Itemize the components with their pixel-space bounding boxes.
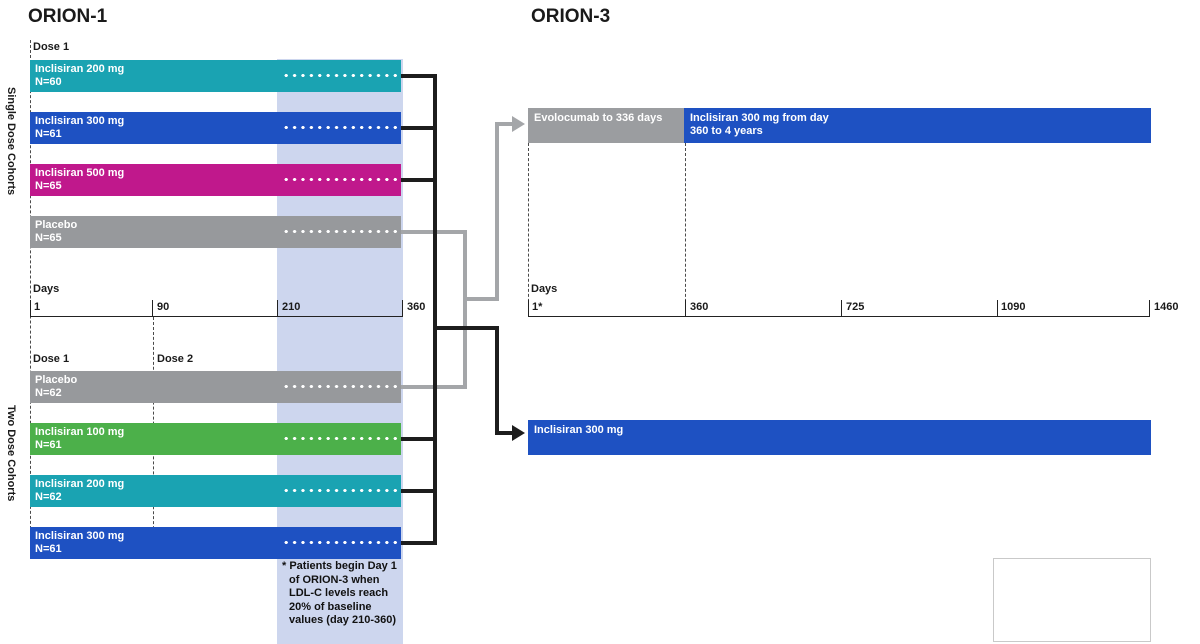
single-dose1-label: Dose 1 [33,41,70,53]
dose-dots [282,73,399,78]
empty-legend-box [993,558,1151,642]
orion1-tick [30,300,31,316]
orion3-day1-dashed-line [528,143,529,317]
day1-dashed-line [30,40,31,559]
footnote-line: LDL-C levels reach [289,587,389,599]
dose-dots [282,540,399,545]
footnote-line: 20% of baseline [289,600,372,613]
orion1-tick [152,300,153,316]
bar-n-label: N=61 [35,439,62,451]
orion3-tick [685,300,686,316]
orion3-days-label: Days [531,283,558,295]
bar-two-inclisiran-100: Inclisiran 100 mg N=61 [30,423,401,455]
bar-two-inclisiran-200: Inclisiran 200 mg N=62 [30,475,401,507]
footnote-line: of ORION-3 when [289,573,380,586]
bar-drug-label: Placebo [35,219,78,231]
orion1-tick-label: 90 [157,301,170,313]
dose-dots [282,229,399,234]
orion1-days-label: Days [33,283,60,295]
bar-drug-label: Inclisiran 300 mg from day [690,112,829,124]
footnote-line: * Patients begin Day 1 [282,560,397,572]
orion3-axis-line [528,316,1150,317]
orion3-title: ORION-3 [531,6,611,27]
orion1-tick-label: 1 [34,301,41,313]
black-connector-arm [401,74,437,78]
orion1-title: ORION-1 [28,6,108,27]
bar-single-placebo: Placebo N=65 [30,216,401,248]
orion1-tick [401,300,403,316]
black-connector-arm [401,489,437,493]
bar-n-label: N=61 [35,543,62,555]
bar-drug-label: Inclisiran 300 mg [534,424,624,436]
black-connector-arm [495,431,513,435]
bar-n-label: N=65 [35,180,62,192]
bar-single-inclisiran-300: Inclisiran 300 mg N=61 [30,112,401,144]
footnote-line: values (day 210-360) [289,614,397,626]
bar-n-label: N=65 [35,232,62,244]
bar-two-placebo: Placebo N=62 [30,371,401,403]
orion1-tick-label: 360 [407,301,426,313]
two-dose-cohorts-label: Two Dose Cohorts [5,404,17,502]
orion3-tick-label: 1090 [1001,301,1026,313]
orion3-day360-dashed-line [685,143,686,317]
dose-dots [282,125,399,130]
orion1-tick-label: 210 [282,301,301,313]
black-connector-riser [495,326,499,435]
bar-drug-label: Placebo [35,374,78,386]
gray-connector-arm [495,122,513,126]
black-connector-arm [401,541,437,545]
bar-drug-label: Inclisiran 300 mg [35,530,125,542]
bar-drug-label: Inclisiran 100 mg [35,426,125,438]
single-dose-cohorts-label: Single Dose Cohorts [5,86,17,196]
black-arrowhead-icon [512,425,525,441]
dose-dots [282,436,399,441]
gray-arrowhead-icon [512,116,525,132]
black-connector-branch [433,326,499,330]
gray-connector-branch [463,297,499,301]
black-connector-arm [401,178,437,182]
bar-n-label: N=62 [35,387,62,399]
orion1-axis-line [30,316,403,317]
two-dose2-label: Dose 2 [157,353,194,365]
orion1-tick [277,300,278,316]
bar-drug-label: Inclisiran 500 mg [35,167,125,179]
gray-connector-vertical [463,230,467,389]
bar-drug-label: Inclisiran 200 mg [35,63,125,75]
bar-orion3-inclisiran-300: Inclisiran 300 mg [528,420,1151,455]
bar-drug-label2: 360 to 4 years [690,125,763,137]
black-connector-vertical [433,74,437,545]
dose-dots [282,384,399,389]
bar-drug-label: Inclisiran 300 mg [35,115,125,127]
bar-single-inclisiran-200: Inclisiran 200 mg N=60 [30,60,401,92]
orion3-tick-label: 725 [846,301,865,313]
dose-dots [282,488,399,493]
bar-n-label: N=62 [35,491,62,503]
dose-dots [282,177,399,182]
bar-n-label: N=61 [35,128,62,140]
bar-drug-label: Evolocumab to 336 days [534,112,663,124]
black-connector-arm [401,437,437,441]
gray-connector-riser [495,122,499,301]
orion3-tick [528,300,529,316]
bar-two-inclisiran-300: Inclisiran 300 mg N=61 [30,527,401,559]
orion3-tick-label: 360 [690,301,709,313]
orion3-tick [997,300,998,316]
black-connector-arm [401,126,437,130]
bar-inclisiran-continuation: Inclisiran 300 mg from day 360 to 4 year… [684,108,1151,143]
bar-drug-label: Inclisiran 200 mg [35,478,125,490]
two-dose1-label: Dose 1 [33,353,70,365]
bar-evolocumab: Evolocumab to 336 days [528,108,684,143]
bar-n-label: N=60 [35,76,62,88]
bar-single-inclisiran-500: Inclisiran 500 mg N=65 [30,164,401,196]
orion3-tick [1148,300,1150,316]
orion3-tick [841,300,842,316]
orion3-tick-label: 1* [532,301,543,313]
orion3-tick-label: 1460 [1154,301,1179,313]
footnote: * Patients begin Day 1 of ORION-3 when L… [282,560,404,628]
